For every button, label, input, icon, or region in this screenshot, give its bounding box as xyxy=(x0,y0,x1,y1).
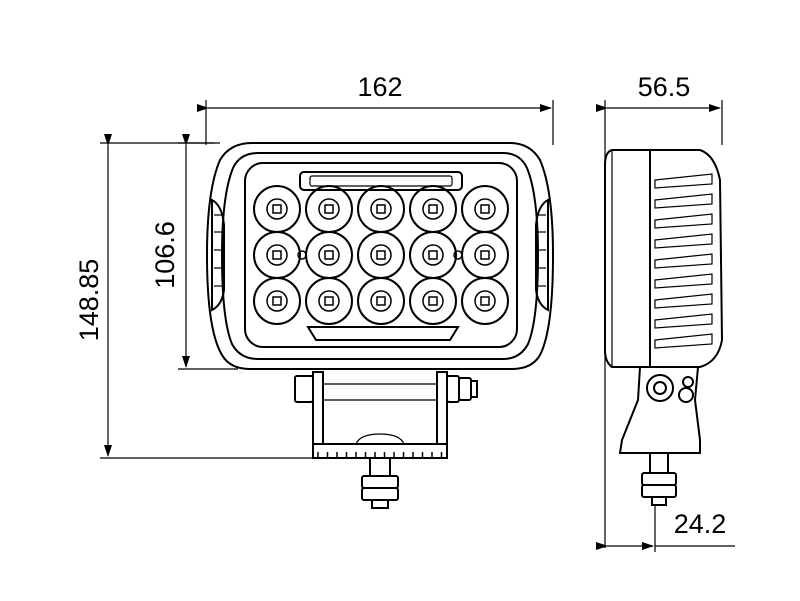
drl-strip-top-inner xyxy=(309,175,453,187)
dimension-label-side-depth: 56.5 xyxy=(638,72,691,102)
dimension-label-overall-height: 148.85 xyxy=(74,259,104,342)
cooling-fin xyxy=(654,173,713,189)
led-2-1 xyxy=(253,231,301,279)
lens-outline xyxy=(244,162,518,348)
cooling-fin xyxy=(654,313,713,329)
cooling-fins xyxy=(654,173,713,349)
led-3-4 xyxy=(409,277,457,325)
side-view xyxy=(604,149,724,506)
sensor-dot-left xyxy=(297,250,307,260)
led-2-3 xyxy=(357,231,405,279)
cooling-fin xyxy=(654,213,713,229)
led-1-3 xyxy=(357,185,405,233)
led-2-4 xyxy=(409,231,457,279)
cooling-fin xyxy=(654,273,713,289)
led-3-2 xyxy=(305,277,353,325)
sensor-dot-right xyxy=(453,250,463,260)
cooling-fin xyxy=(654,233,713,249)
led-grid xyxy=(253,185,509,325)
dimension-label-lens-height: 106.6 xyxy=(150,221,180,289)
cooling-fin xyxy=(654,193,713,209)
cooling-fin xyxy=(654,293,713,309)
side-housing-outline xyxy=(604,149,724,368)
led-3-3 xyxy=(357,277,405,325)
led-1-2 xyxy=(305,185,353,233)
front-view xyxy=(205,142,555,509)
cooling-fin xyxy=(654,253,713,269)
led-1-5 xyxy=(461,185,509,233)
mounting-bracket-front xyxy=(294,371,478,509)
swivel-mount xyxy=(618,366,701,506)
dimension-side-depth: 56.5 xyxy=(596,72,723,548)
led-1-1 xyxy=(253,185,301,233)
led-3-5 xyxy=(461,277,509,325)
dimension-front-width: 162 xyxy=(197,72,554,145)
dimension-label-bracket-offset: 24.2 xyxy=(674,509,727,539)
drl-strip-top xyxy=(299,171,463,191)
dimension-bracket-offset: 24.2 xyxy=(596,505,735,552)
bezel-outline xyxy=(220,152,540,360)
cooling-fin xyxy=(654,333,713,349)
drl-strip-bottom xyxy=(306,326,460,341)
side-vents-left xyxy=(211,198,225,312)
dimension-overall-height: 148.85 xyxy=(74,134,315,459)
housing-outline xyxy=(205,142,555,370)
dimension-lens-height: 106.6 xyxy=(150,134,238,370)
dimension-label-front-width: 162 xyxy=(357,72,402,102)
side-vents-right xyxy=(535,198,549,312)
led-2-5 xyxy=(461,231,509,279)
led-2-2 xyxy=(305,231,353,279)
led-1-4 xyxy=(409,185,457,233)
led-3-1 xyxy=(253,277,301,325)
